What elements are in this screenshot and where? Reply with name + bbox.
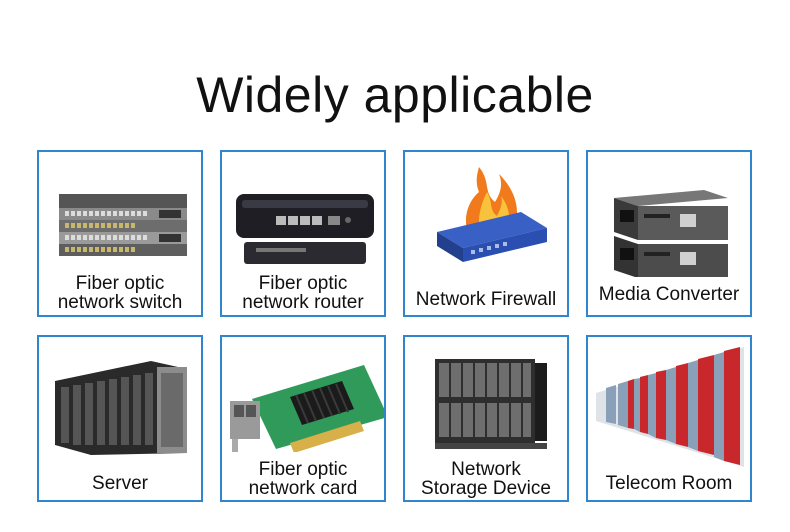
card-network-firewall: Network Firewall [403,150,569,317]
card-label: Fiber optic network router [222,274,384,312]
network-card-icon [230,365,384,452]
card-label-line: Storage Device [421,478,551,499]
card-label-line: Fiber optic [258,273,348,294]
card-label: Network Storage Device [405,460,567,498]
card-label-line: Network Firewall [415,289,557,310]
card-label-line: Server [92,473,148,494]
card-label-line: Fiber optic [75,273,165,294]
card-network-router: Fiber optic network router [220,150,386,317]
card-media-converter: Media Converter [586,150,752,317]
card-label-line: Fiber optic [258,459,348,480]
card-label-line: Telecom Room [605,473,733,494]
storage-device-icon [435,359,547,449]
card-label-line: network switch [57,292,183,313]
card-label: Telecom Room [588,474,750,493]
server-rack-icon [55,361,187,455]
page-title: Widely applicable [196,67,594,123]
network-router-icon [236,194,374,264]
card-label: Fiber optic network card [222,460,384,498]
card-label-line: Media Converter [598,284,740,305]
card-label: Server [39,474,201,493]
card-label-line: network card [248,478,358,499]
network-switch-icon [59,194,187,256]
card-label: Fiber optic network switch [39,274,201,312]
card-telecom-room: Telecom Room [586,335,752,502]
card-label: Media Converter [588,285,750,304]
card-label: Network Firewall [405,290,567,309]
card-label-line: network router [242,292,364,313]
media-converter-icon [614,190,728,277]
card-storage-device: Network Storage Device [403,335,569,502]
card-network-card: Fiber optic network card [220,335,386,502]
card-server: Server [37,335,203,502]
card-network-switch: Fiber optic network switch [37,150,203,317]
firewall-icon [437,167,547,262]
telecom-room-icon [596,347,744,467]
card-label-line: Network [451,459,521,480]
